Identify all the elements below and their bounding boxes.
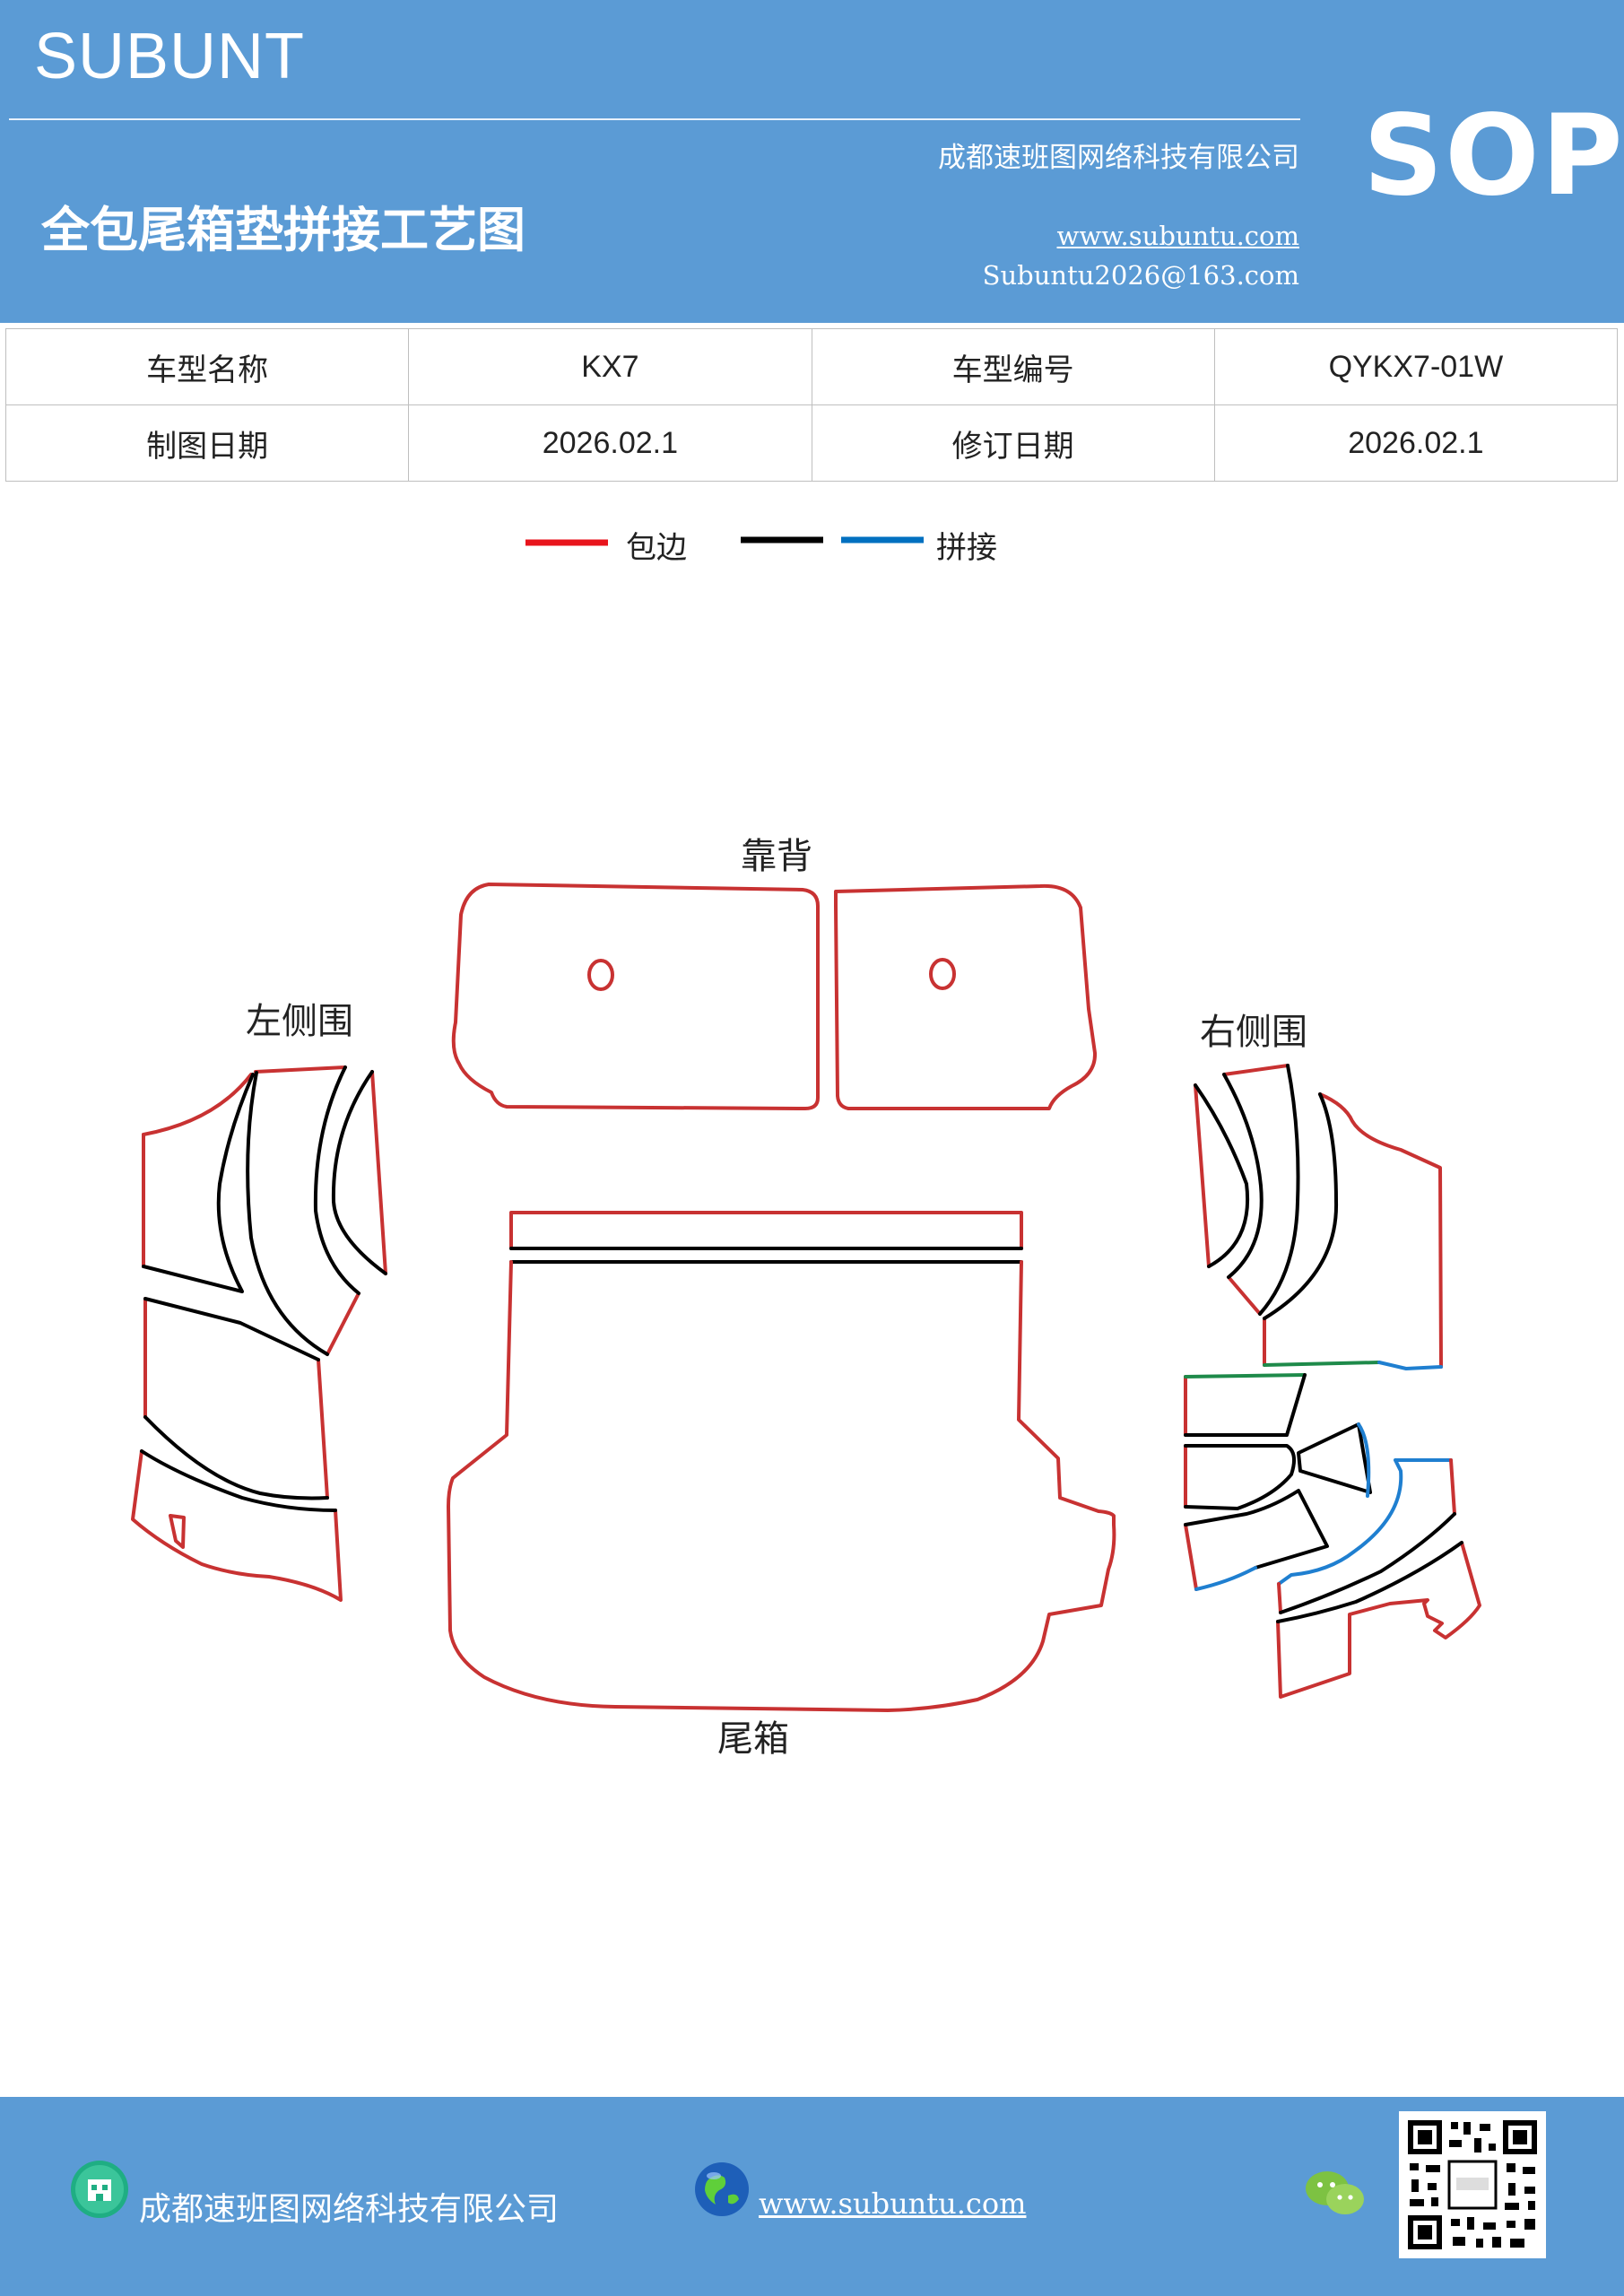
- right-lower-seams-a: [1184, 1373, 1329, 1570]
- right-side-top-seam-green: [1263, 1361, 1381, 1367]
- left-side-bottom-edge: [131, 1449, 343, 1602]
- backrest-right-panel: [834, 883, 1098, 1110]
- trunk-main-panel: [447, 1260, 1116, 1712]
- backrest-right-hole: [929, 958, 956, 990]
- info-table: 车型名称 KX7 车型编号 QYKX7-01W 制图日期 2026.02.1 修…: [4, 328, 1619, 482]
- wechat-icon[interactable]: [1304, 2167, 1367, 2221]
- brand-name: SUBUNT: [34, 21, 306, 92]
- model-name-label: 车型名称: [4, 328, 410, 405]
- qr-code-icon[interactable]: [1399, 2111, 1546, 2258]
- backrest-left-panel: [451, 883, 820, 1110]
- trunk-strip: [509, 1211, 1023, 1250]
- company-name: 成都速班图网络科技有限公司: [938, 142, 1299, 174]
- legend-edge-label: 包边: [626, 530, 687, 566]
- right-side-top-edge: [1194, 1064, 1443, 1369]
- right-lower-seams-b: [1297, 1422, 1372, 1494]
- footer-banner: 成都速班图网络科技有限公司 www.subuntu.com: [0, 2097, 1624, 2296]
- building-icon: [71, 2161, 128, 2218]
- globe-icon: [695, 2162, 749, 2216]
- left-side-top-seams: [142, 1065, 387, 1356]
- right-lower-seam-blue-b: [1277, 1422, 1453, 1586]
- mat-diagram: 包边 拼接 靠背 左侧围 右侧围 尾箱: [131, 530, 1481, 1760]
- right-side-label: 右侧围: [1200, 1012, 1307, 1053]
- legend: 包边 拼接: [525, 530, 997, 566]
- draw-date-value: 2026.02.1: [408, 404, 812, 482]
- right-side-top-seam-blue: [1377, 1361, 1443, 1370]
- left-side-bottom-seams: [140, 1449, 337, 1512]
- right-lower-piece-b-edge: [1276, 1458, 1481, 1699]
- right-lower-seam-green: [1184, 1373, 1307, 1378]
- draw-date-label: 制图日期: [4, 404, 410, 482]
- right-lower-seams-c: [1276, 1512, 1463, 1623]
- revise-date-value: 2026.02.1: [1213, 404, 1619, 482]
- backrest-left-hole: [587, 959, 614, 991]
- footer-company-name: 成都速班图网络科技有限公司: [139, 2191, 560, 2228]
- footer-website-link[interactable]: www.subuntu.com: [759, 2187, 1027, 2221]
- backrest-label: 靠背: [741, 836, 812, 877]
- website-link[interactable]: www.subuntu.com: [1056, 221, 1299, 251]
- header-divider: [9, 118, 1300, 120]
- left-side-mid-edge: [143, 1297, 329, 1500]
- header-banner: SUBUNT 成都速班图网络科技有限公司 全包尾箱垫拼接工艺图 www.subu…: [0, 0, 1624, 323]
- email-address: Subuntu2026@163.com: [982, 260, 1299, 291]
- left-side-label: 左侧围: [246, 1001, 353, 1042]
- model-name-value: KX7: [408, 328, 812, 405]
- model-code-value: QYKX7-01W: [1213, 328, 1619, 405]
- model-code-label: 车型编号: [811, 328, 1215, 405]
- table-row: 车型名称 KX7 车型编号 QYKX7-01W: [4, 328, 1619, 405]
- right-side-top-seams: [1194, 1064, 1339, 1320]
- sop-badge: SOP: [1363, 91, 1624, 221]
- trunk-label: 尾箱: [717, 1718, 789, 1760]
- left-side-top-edge: [142, 1065, 387, 1356]
- left-side-mid-seams: [143, 1297, 329, 1500]
- right-lower-seam-blue-a: [1194, 1566, 1257, 1591]
- document-title: 全包尾箱垫拼接工艺图: [41, 202, 525, 258]
- revise-date-label: 修订日期: [811, 404, 1215, 482]
- table-row: 制图日期 2026.02.1 修订日期 2026.02.1: [4, 404, 1619, 482]
- legend-joint-label: 拼接: [936, 530, 997, 566]
- right-lower-piece-a: [1184, 1375, 1198, 1591]
